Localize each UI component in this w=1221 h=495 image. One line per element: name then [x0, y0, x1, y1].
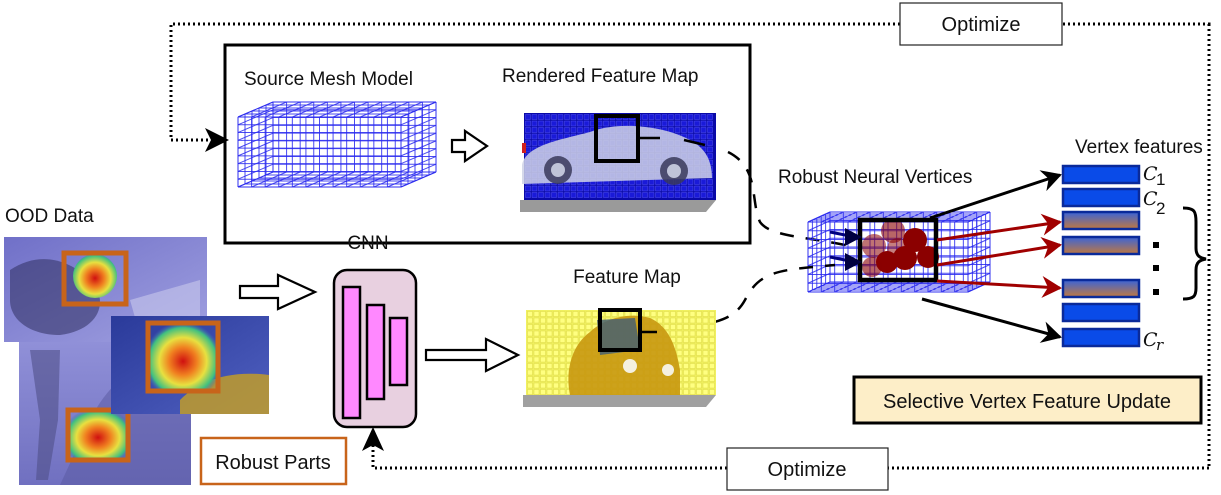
svg-text:C: C: [1143, 329, 1158, 351]
cnn-layer-3: [388, 316, 409, 387]
svg-text:2: 2: [1156, 199, 1165, 218]
svg-text:C: C: [1143, 188, 1158, 210]
arrow-to-cr: [921, 297, 1062, 343]
vertex-feature-selected: [1061, 235, 1141, 256]
robust-neural-vertices-label: Robust Neural Vertices: [778, 167, 972, 188]
selected-vertex-arrow: [936, 237, 1062, 267]
selective-update-box: Selective Vertex Feature Update: [852, 375, 1203, 425]
vertex-blobs: [862, 219, 939, 277]
cnn-label: CNN: [347, 233, 388, 254]
vertex-feature: [1061, 327, 1141, 348]
robust-part-box: [61, 250, 129, 307]
optimize-loop-bottom-left-line: [371, 440, 727, 470]
vertex-feature-list: [1061, 164, 1141, 348]
feature-patch-box: [598, 308, 642, 352]
svg-text:r: r: [1156, 336, 1164, 354]
robust-parts-box: Robust Parts: [199, 436, 348, 486]
vertex-feature: [1061, 164, 1141, 185]
feature-label-c2: C 2: [1143, 188, 1165, 218]
optimize-bottom-box: Optimize: [726, 447, 889, 491]
render-panel: [223, 43, 752, 245]
ood-image-door: [111, 316, 269, 414]
vertex-feature: [1061, 302, 1141, 323]
vertex-features-label: Vertex features: [1075, 137, 1203, 158]
ellipsis-dots: [1153, 242, 1159, 295]
feature-map: [523, 308, 716, 407]
cnn-block: [332, 268, 418, 429]
vertex-feature-selected: [1061, 210, 1141, 231]
correspondence-curve-bottom: [689, 263, 836, 329]
vertex-feature: [1061, 187, 1141, 208]
selected-vertex-arrow: [936, 213, 1062, 242]
robust-part-box: [145, 320, 221, 394]
cnn-layer-1: [341, 285, 362, 420]
selective-update-label: Selective Vertex Feature Update: [883, 391, 1171, 413]
curly-brace-icon: [1182, 206, 1207, 301]
vertex-patch-box: [857, 217, 939, 283]
feature-arrows: [921, 170, 1062, 343]
svg-text:1: 1: [1156, 170, 1165, 189]
svg-text:C: C: [1143, 163, 1158, 185]
optimize-bottom-label: Optimize: [768, 459, 847, 481]
feature-label-cr: C r: [1143, 329, 1164, 354]
vertex-feature-selected: [1061, 278, 1141, 299]
arrow-head-icon: [205, 128, 229, 152]
optimize-top-label: Optimize: [942, 14, 1021, 36]
feature-map-label: Feature Map: [573, 267, 681, 288]
source-mesh-model: [237, 101, 437, 188]
arrow-head-icon: [362, 427, 384, 451]
ood-data-label: OOD Data: [5, 206, 94, 227]
rendered-feature-map: [520, 113, 716, 212]
hollow-arrow-icon: [450, 128, 489, 164]
robust-parts-label: Robust Parts: [215, 452, 331, 474]
source-mesh-label: Source Mesh Model: [244, 69, 413, 90]
cnn-layer-2: [365, 303, 386, 401]
arrow-to-c1: [929, 170, 1062, 220]
arrow-head-icon: [845, 228, 862, 271]
feature-label-c1: C 1: [1143, 163, 1165, 189]
robust-part-box: [65, 407, 131, 463]
rendered-feature-map-label: Rendered Feature Map: [502, 66, 698, 87]
hollow-arrow-icon: [424, 337, 521, 373]
selected-vertex-arrow: [936, 275, 1062, 298]
hollow-arrow-icon: [238, 273, 318, 311]
optimize-top-box: Optimize: [899, 2, 1063, 46]
